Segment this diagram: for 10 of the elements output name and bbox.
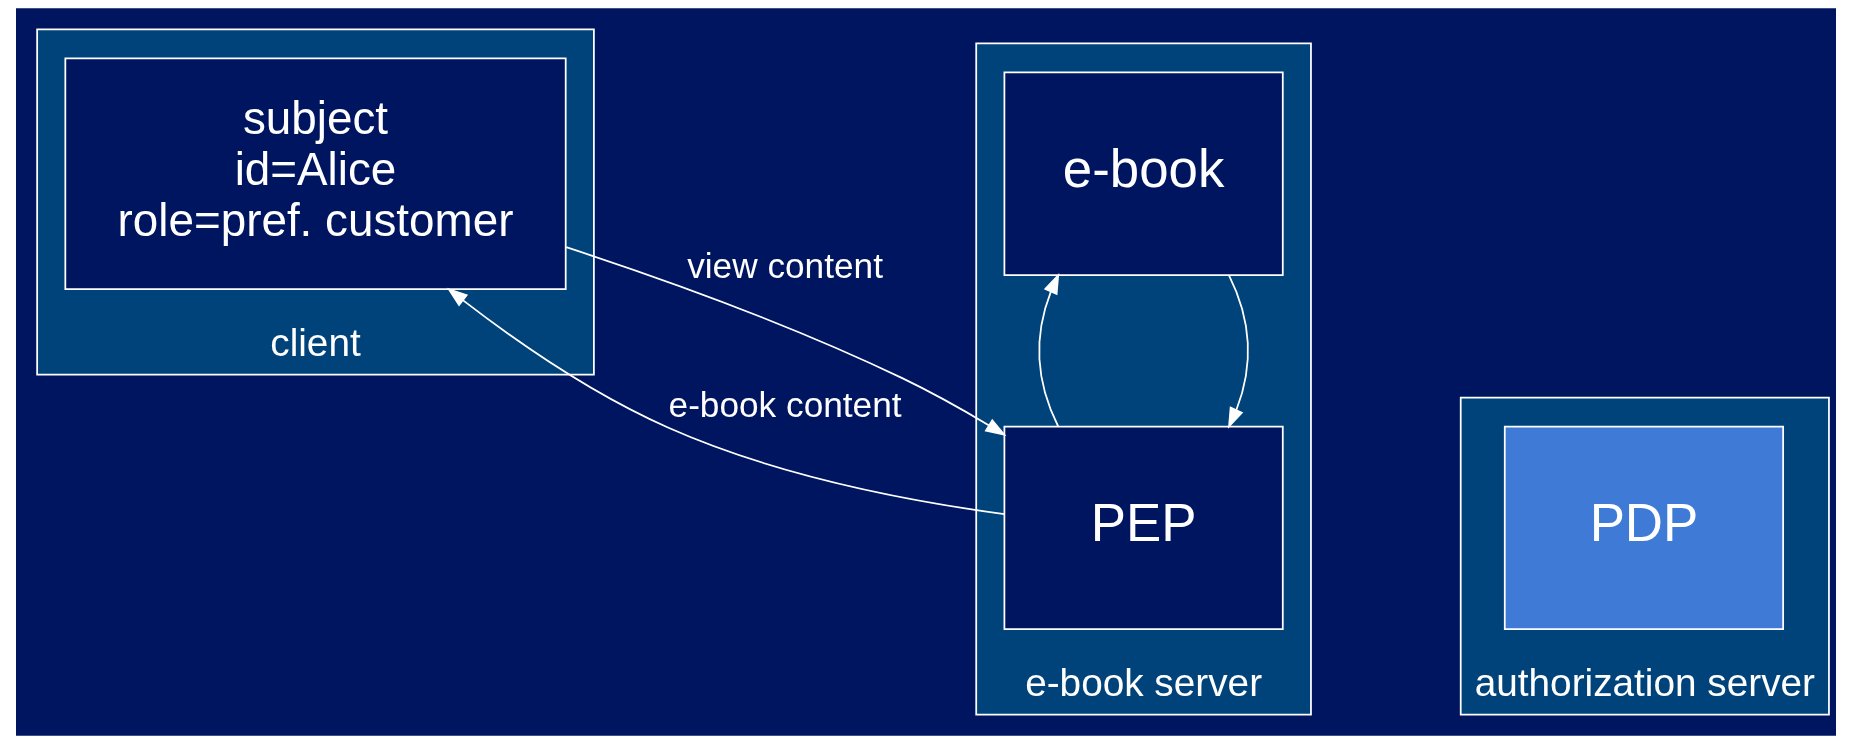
arrow	[1038, 272, 1060, 428]
arrow	[565, 246, 1007, 436]
edge-label: view content	[687, 245, 883, 285]
node-box: PEP	[1003, 425, 1284, 631]
node-box: subject id=Alice role=pref. customer	[64, 57, 567, 291]
arrow	[1227, 274, 1249, 429]
node-box: PDP	[1503, 425, 1785, 631]
arrow	[446, 287, 1006, 516]
node-box: e-book	[1003, 71, 1284, 276]
edge-label: e-book content	[668, 384, 902, 424]
